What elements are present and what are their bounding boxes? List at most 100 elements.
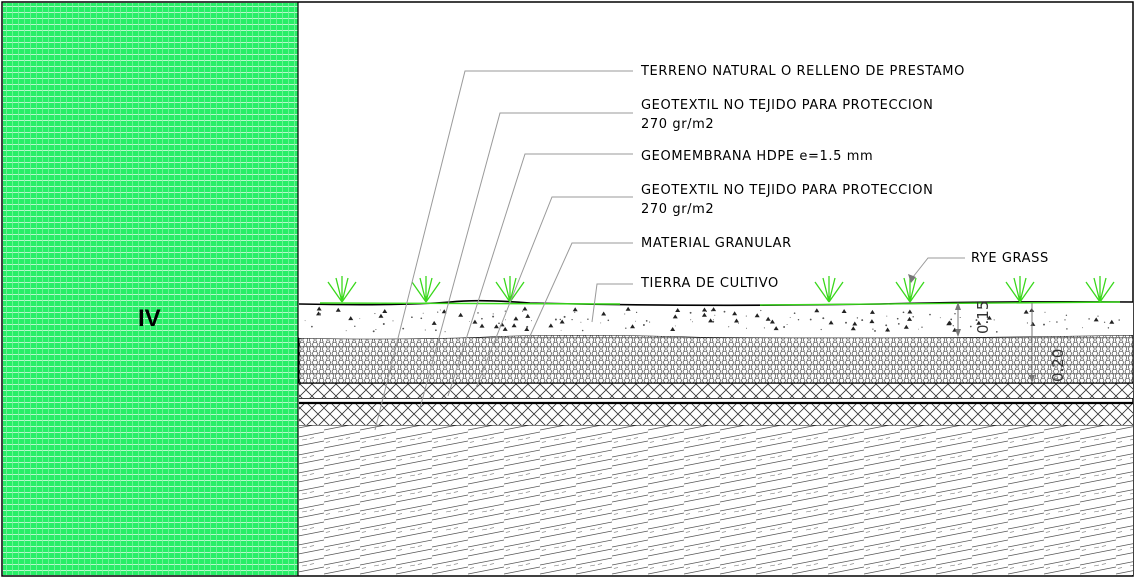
- soil-speck: [354, 325, 356, 328]
- topsoil-specks: [304, 306, 1120, 333]
- soil-speck: [431, 320, 437, 325]
- soil-speck: [378, 313, 384, 318]
- soil-speck: [439, 309, 441, 311]
- soil-speck: [437, 311, 439, 313]
- soil-speck: [587, 318, 589, 320]
- soil-speck: [1026, 322, 1028, 324]
- soil-speck: [820, 328, 822, 331]
- leader-terreno: [374, 70, 633, 431]
- label-material-granular: MATERIAL GRANULAR: [641, 236, 792, 251]
- soil-speck: [885, 324, 888, 327]
- soil-speck: [345, 330, 347, 332]
- grass-tuft: [814, 276, 844, 303]
- soil-speck: [746, 327, 747, 329]
- soil-speck: [670, 327, 676, 332]
- soil-speck: [897, 323, 900, 325]
- soil-speck: [1093, 317, 1099, 322]
- soil-speck: [959, 316, 961, 319]
- soil-speck: [789, 317, 791, 319]
- leader-geotextil-top: [419, 112, 633, 409]
- soil-speck: [411, 316, 413, 319]
- zone-label: IV: [138, 305, 161, 332]
- soil-speck: [375, 328, 377, 331]
- soil-speck: [511, 323, 517, 328]
- soil-speck: [424, 329, 426, 331]
- soil-speck: [348, 316, 354, 321]
- soil-speck: [732, 311, 738, 316]
- leader-tierra-cultivo: [591, 283, 633, 323]
- grass-tuft: [411, 276, 441, 303]
- soil-speck: [783, 326, 786, 328]
- soil-speck: [675, 307, 681, 312]
- soil-speck: [921, 326, 923, 328]
- soil-speck: [976, 320, 982, 325]
- soil-speck: [607, 319, 610, 322]
- soil-speck: [492, 313, 494, 315]
- zone-iv-hatch: [3, 3, 298, 575]
- natural-terrain-hatch: [299, 425, 1133, 575]
- soil-speck: [929, 313, 931, 316]
- soil-speck: [335, 307, 341, 312]
- soil-speck: [649, 321, 651, 323]
- soil-speck: [1109, 319, 1115, 324]
- soil-speck: [1043, 323, 1045, 326]
- soil-speck: [645, 320, 648, 322]
- soil-speck: [1066, 328, 1068, 330]
- soil-speck: [1118, 319, 1120, 321]
- soil-speck: [885, 327, 891, 332]
- grass-tuft: [1005, 276, 1035, 303]
- soil-speck: [1088, 318, 1090, 320]
- soil-speck: [472, 319, 478, 324]
- soil-speck: [481, 317, 483, 320]
- soil-speck: [318, 313, 321, 315]
- soil-speck: [402, 327, 405, 330]
- soil-speck: [304, 320, 306, 322]
- grass-surface: [319, 301, 1121, 306]
- soil-speck: [422, 312, 424, 314]
- dim-arrow-015: [955, 302, 961, 337]
- soil-speck: [1097, 315, 1099, 317]
- soil-speck: [872, 328, 874, 330]
- soil-speck: [572, 307, 578, 312]
- soil-speck: [952, 325, 954, 327]
- soil-speck: [760, 309, 762, 312]
- leader-geotextil-bottom: [475, 196, 633, 389]
- soil-speck: [993, 319, 995, 321]
- soil-speck: [554, 318, 557, 321]
- soil-speck: [763, 327, 765, 329]
- soil-speck: [502, 326, 508, 331]
- soil-speck: [912, 315, 914, 318]
- soil-speck: [701, 307, 707, 312]
- soil-speck: [734, 318, 740, 323]
- soil-speck: [701, 312, 707, 317]
- leader-geomembrana: [447, 153, 633, 397]
- soil-speck: [689, 311, 692, 314]
- soil-speck: [809, 318, 812, 321]
- dim-text-020: 0.20: [1049, 349, 1067, 382]
- soil-speck: [525, 313, 531, 318]
- soil-speck: [382, 323, 385, 325]
- soil-speck: [708, 318, 714, 323]
- soil-speck: [852, 321, 858, 326]
- soil-speck: [524, 327, 530, 332]
- soil-speck: [797, 318, 800, 321]
- soil-speck: [479, 323, 485, 328]
- soil-speck: [374, 313, 376, 315]
- soil-speck: [1065, 314, 1068, 316]
- soil-speck: [869, 309, 875, 314]
- rye-grass-arrowhead: [908, 274, 916, 283]
- soil-speck: [769, 319, 775, 324]
- dim-arrow-020: [1029, 375, 1035, 383]
- label-geomembrana: GEOMEMBRANA HDPE e=1.5 mm: [641, 149, 873, 164]
- soil-speck: [581, 329, 584, 332]
- soil-speck: [513, 316, 519, 321]
- soil-speck: [1064, 319, 1066, 321]
- soil-speck: [754, 313, 760, 318]
- soil-speck: [458, 312, 464, 317]
- label-geotextil-top-1: GEOTEXTIL NO TEJIDO PARA PROTECCION: [641, 98, 933, 113]
- soil-speck: [975, 319, 978, 322]
- soil-speck: [1056, 321, 1058, 323]
- soil-speck: [559, 319, 565, 324]
- soil-speck: [635, 320, 636, 322]
- soil-speck: [1023, 309, 1029, 314]
